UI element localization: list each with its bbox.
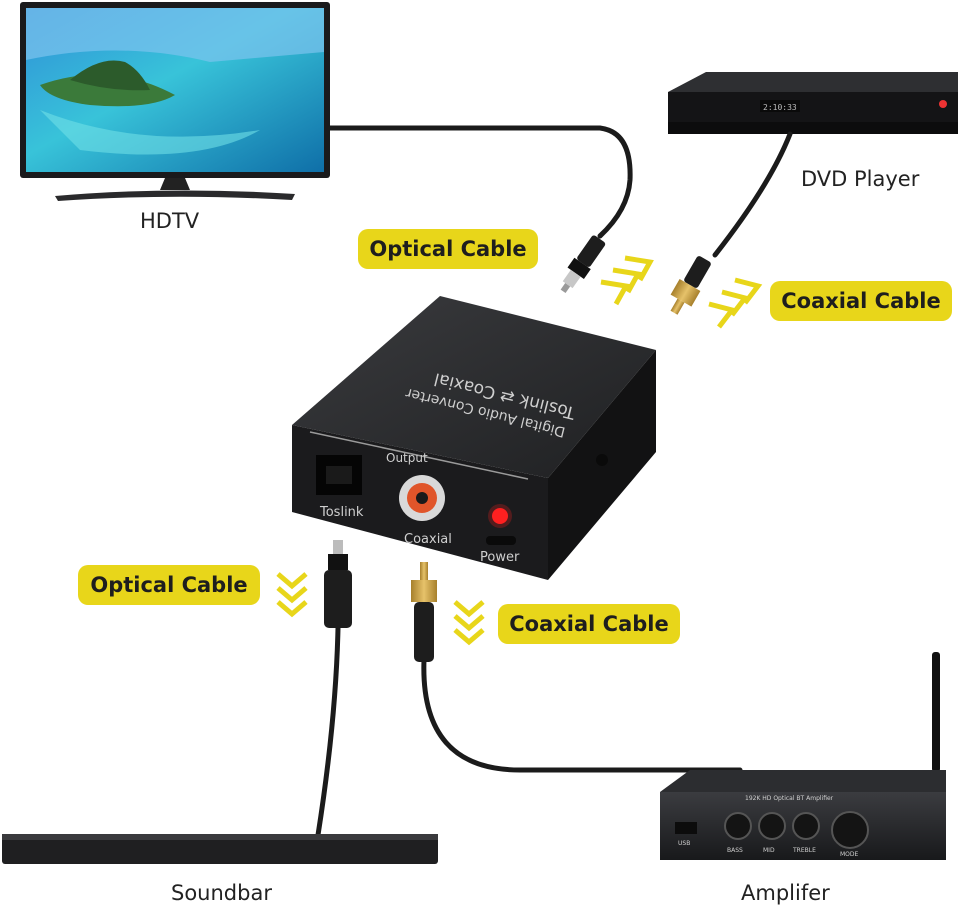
converter-panel-label: Output [386, 451, 428, 465]
converter-port-toslink: Toslink [319, 505, 364, 520]
arrow-coaxial-in-icon [708, 277, 763, 329]
bottom-coaxial-cable-label: Coaxial Cable [498, 604, 680, 644]
hdtv-label: HDTV [140, 209, 200, 233]
converter-box [292, 296, 656, 580]
bottom-optical-plug [324, 540, 352, 628]
arrow-optical-in-icon [600, 255, 654, 306]
bottom-cables [315, 625, 743, 838]
amplifier: 192K HD Optical BT Amplifier USB BASS MI… [660, 652, 946, 860]
amp-mode-label: MODE [840, 851, 859, 858]
soundbar [2, 834, 438, 864]
amp-bass-label: BASS [727, 847, 743, 854]
top-cables [327, 125, 793, 258]
dvd-player-label: DVD Player [801, 167, 920, 191]
bottom-optical-cable-label: Optical Cable [78, 565, 260, 605]
dvd-player [668, 72, 958, 134]
converter-port-power: Power [480, 550, 520, 565]
amp-mid-label: MID [763, 847, 775, 854]
amplifier-label: Amplifer [741, 881, 830, 905]
converter-port-coaxial: Coaxial [404, 532, 452, 547]
top-coaxial-plug [670, 256, 711, 315]
top-coaxial-cable-label: Coaxial Cable [770, 281, 952, 321]
amp-treble-label: TREBLE [792, 847, 816, 854]
amp-heading: 192K HD Optical BT Amplifier [745, 795, 834, 802]
top-optical-cable-label: Optical Cable [358, 229, 538, 269]
hdtv [20, 2, 330, 201]
dvd-display: 2:10:33 [763, 103, 797, 112]
arrow-coaxial-out-icon [453, 600, 485, 646]
soundbar-label: Soundbar [171, 881, 272, 905]
top-optical-plug [560, 235, 606, 294]
amp-usb-label: USB [678, 840, 690, 847]
arrow-optical-out-icon [276, 572, 308, 618]
bottom-coaxial-plug [411, 562, 437, 662]
